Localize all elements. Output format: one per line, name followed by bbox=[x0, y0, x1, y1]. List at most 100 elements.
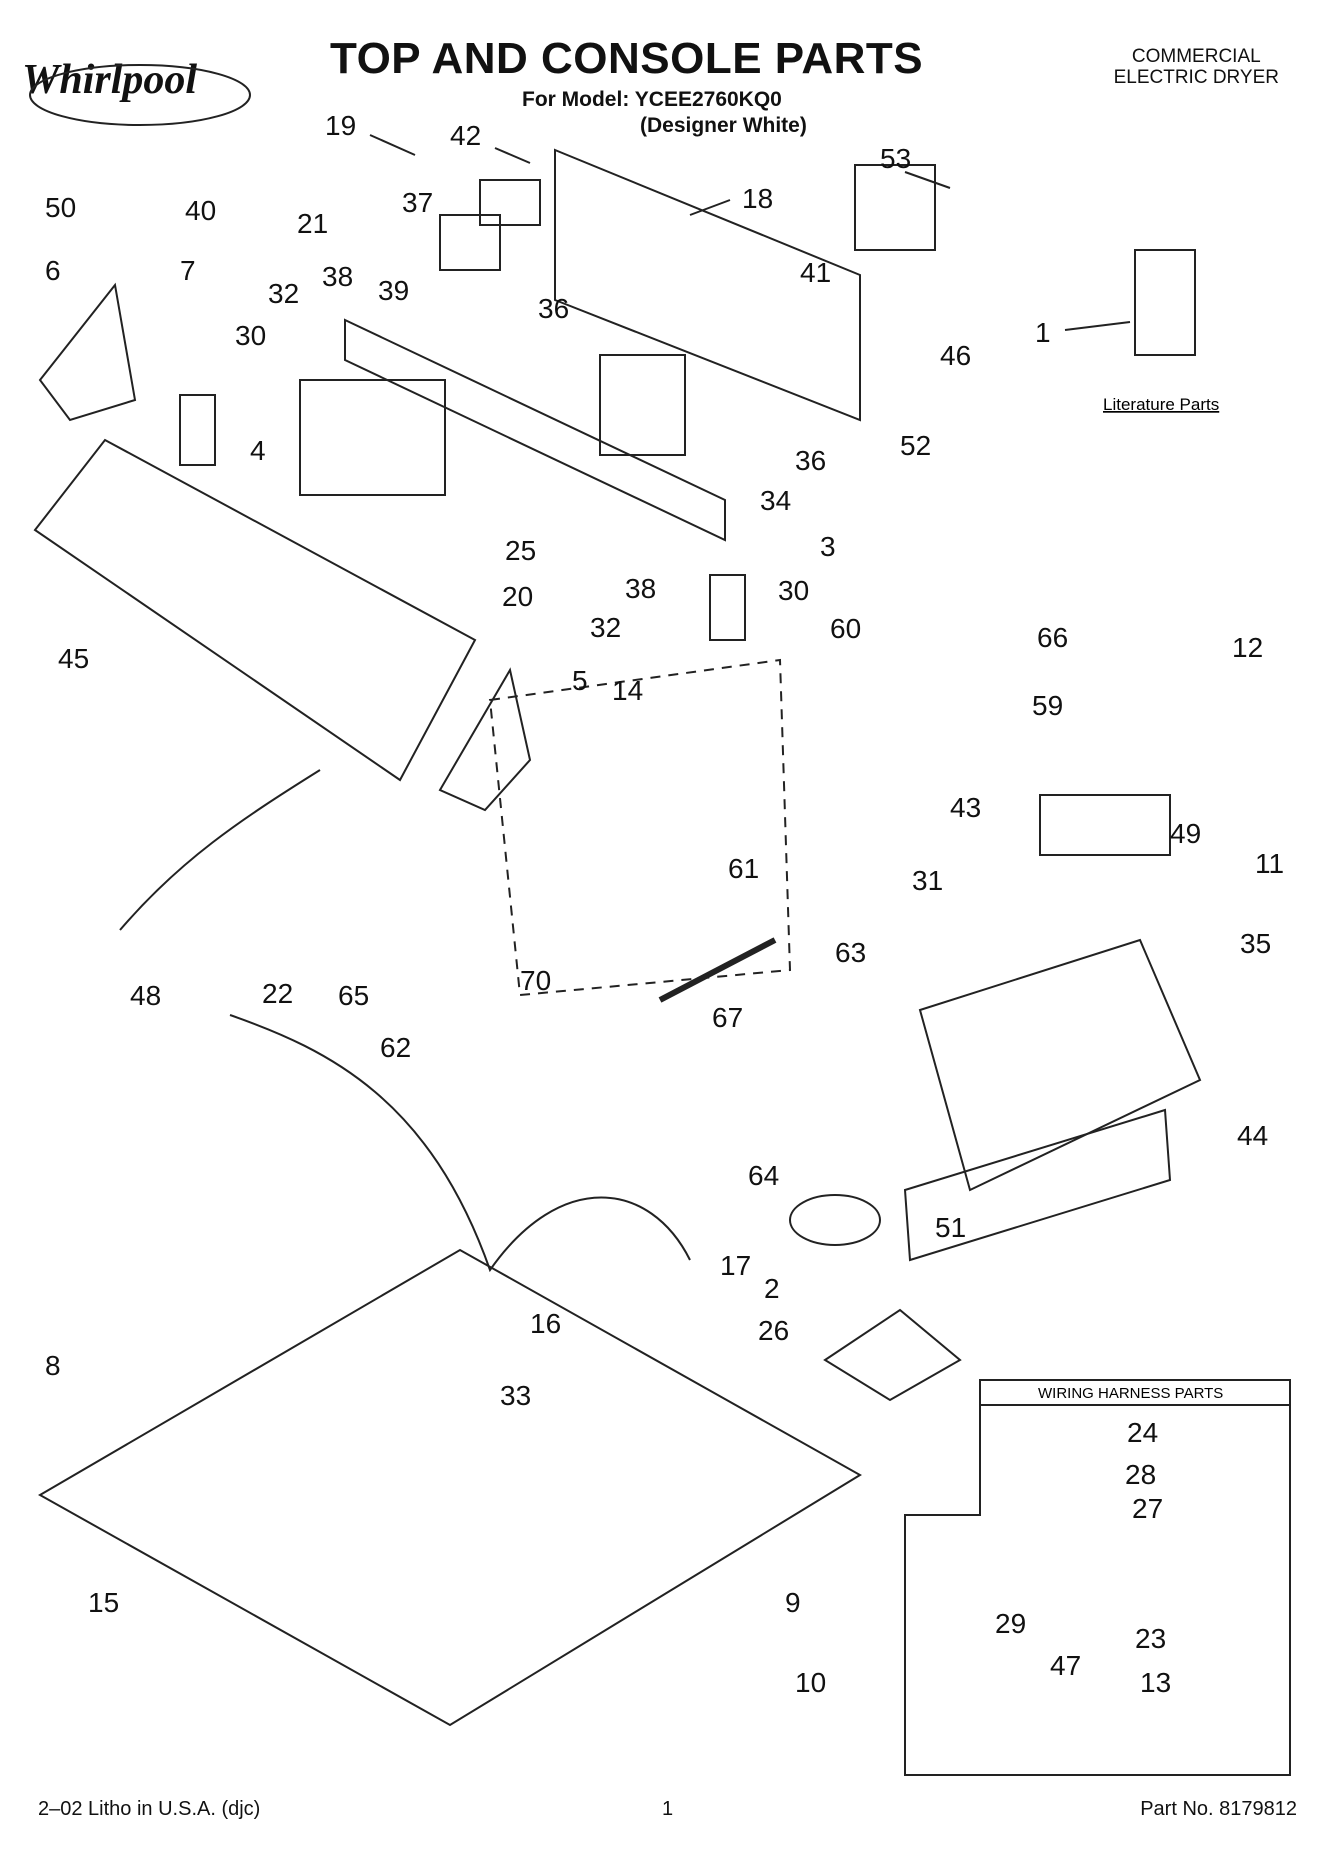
page-title: TOP AND CONSOLE PARTS bbox=[330, 34, 924, 83]
footer-litho: 2–02 Litho in U.S.A. (djc) bbox=[38, 1798, 261, 1820]
callout-47: 47 bbox=[1050, 1650, 1081, 1681]
callout-38: 38 bbox=[322, 261, 353, 292]
callout-15: 15 bbox=[88, 1587, 119, 1618]
callout-31: 31 bbox=[912, 865, 943, 896]
callout-65: 65 bbox=[338, 980, 369, 1011]
mounting-bracket bbox=[479, 179, 541, 226]
callout-62: 62 bbox=[380, 1032, 411, 1063]
callout-41: 41 bbox=[800, 257, 831, 288]
callout-5: 5 bbox=[572, 665, 588, 696]
callout-38b: 38 bbox=[625, 573, 656, 604]
callout-16: 16 bbox=[530, 1308, 561, 1339]
category-line-1: COMMERCIAL bbox=[1131, 46, 1261, 67]
callout-21: 21 bbox=[297, 208, 328, 239]
wiring-harness bbox=[229, 1014, 691, 1273]
callout-34: 34 bbox=[760, 485, 791, 516]
footer-page-number: 1 bbox=[662, 1798, 674, 1820]
end-cap-left bbox=[38, 282, 137, 422]
callout-20: 20 bbox=[502, 581, 533, 612]
model-line: For Model: YCEE2760KQ0 bbox=[522, 88, 782, 111]
callout-49: 49 bbox=[1170, 818, 1201, 849]
callout-30b: 30 bbox=[778, 575, 809, 606]
switch-assembly bbox=[299, 379, 446, 496]
callout-37: 37 bbox=[402, 187, 433, 218]
callout-13: 13 bbox=[1140, 1667, 1171, 1698]
callout-10: 10 bbox=[795, 1667, 826, 1698]
callout-28: 28 bbox=[1125, 1459, 1156, 1490]
callout-43: 43 bbox=[950, 792, 981, 823]
brand-logo: Whirlpool bbox=[22, 57, 198, 103]
wiring-harness-parts-box bbox=[904, 1379, 1291, 1776]
panel-bracket bbox=[439, 214, 501, 271]
callout-1: 1 bbox=[1035, 317, 1051, 348]
callout-51: 51 bbox=[935, 1212, 966, 1243]
callout-70: 70 bbox=[520, 965, 551, 996]
callout-25: 25 bbox=[505, 535, 536, 566]
end-cap-right bbox=[438, 667, 532, 812]
callout-22: 22 bbox=[262, 978, 293, 1009]
console-brace bbox=[344, 318, 726, 542]
callout-8: 8 bbox=[45, 1350, 61, 1381]
blower-housing bbox=[918, 938, 1202, 1192]
callout-36b: 36 bbox=[795, 445, 826, 476]
callout-30: 30 bbox=[235, 320, 266, 351]
logo-swoosh bbox=[29, 64, 251, 126]
wiring-harness-parts-label: WIRING HARNESS PARTS bbox=[1038, 1385, 1223, 1402]
callout-64: 64 bbox=[748, 1160, 779, 1191]
literature-booklet bbox=[1134, 249, 1196, 356]
callout-23: 23 bbox=[1135, 1623, 1166, 1654]
callout-9: 9 bbox=[785, 1587, 801, 1618]
wiring-harness-small bbox=[119, 769, 321, 931]
callout-36: 36 bbox=[538, 293, 569, 324]
motor-mount bbox=[789, 1194, 881, 1246]
callout-7: 7 bbox=[180, 255, 196, 286]
callout-48: 48 bbox=[130, 980, 161, 1011]
color-line: (Designer White) bbox=[640, 114, 807, 137]
callout-33: 33 bbox=[500, 1380, 531, 1411]
callout-52: 52 bbox=[900, 430, 931, 461]
actuator-bar bbox=[658, 937, 777, 1003]
callout-11: 11 bbox=[1255, 848, 1284, 879]
literature-parts-label: Literature Parts bbox=[1103, 395, 1219, 414]
callout-3: 3 bbox=[820, 531, 836, 562]
callout-32: 32 bbox=[268, 278, 299, 309]
dryer-top bbox=[37, 1248, 862, 1727]
callout-44: 44 bbox=[1237, 1120, 1268, 1151]
callout-12: 12 bbox=[1232, 632, 1263, 663]
callout-46: 46 bbox=[940, 340, 971, 371]
callout-19: 19 bbox=[325, 110, 356, 141]
top-plate bbox=[903, 1108, 1172, 1262]
cover-panel bbox=[823, 1308, 962, 1402]
category-label: COMMERCIAL ELECTRIC DRYER bbox=[1114, 46, 1279, 88]
footer-part-number: Part No. 8179812 bbox=[1140, 1798, 1297, 1820]
callout-27: 27 bbox=[1132, 1493, 1163, 1524]
callout-42: 42 bbox=[450, 120, 481, 151]
category-line-2: ELECTRIC DRYER bbox=[1113, 67, 1279, 88]
callout-6: 6 bbox=[45, 255, 61, 286]
callout-63: 63 bbox=[835, 937, 866, 968]
callout-66: 66 bbox=[1037, 622, 1068, 653]
callout-18: 18 bbox=[742, 183, 773, 214]
circuit-board bbox=[599, 354, 686, 456]
callout-24: 24 bbox=[1127, 1417, 1158, 1448]
callout-17: 17 bbox=[720, 1250, 751, 1281]
callout-61: 61 bbox=[728, 853, 759, 884]
callout-4: 4 bbox=[250, 435, 266, 466]
motor-plate bbox=[1039, 794, 1171, 856]
callout-50: 50 bbox=[45, 192, 76, 223]
label bbox=[709, 574, 746, 641]
console bbox=[33, 438, 477, 782]
callout-59: 59 bbox=[1032, 690, 1063, 721]
callout-67: 67 bbox=[712, 1002, 743, 1033]
door-switch-assembly-group bbox=[488, 658, 792, 997]
callout-40: 40 bbox=[185, 195, 216, 226]
control-panel-back bbox=[554, 148, 861, 422]
callout-60: 60 bbox=[830, 613, 861, 644]
callout-32b: 32 bbox=[590, 612, 621, 643]
callout-2: 2 bbox=[764, 1273, 780, 1304]
callout-53: 53 bbox=[880, 143, 911, 174]
callout-35: 35 bbox=[1240, 928, 1271, 959]
callout-45: 45 bbox=[58, 643, 89, 674]
mounting-plate bbox=[854, 164, 936, 251]
